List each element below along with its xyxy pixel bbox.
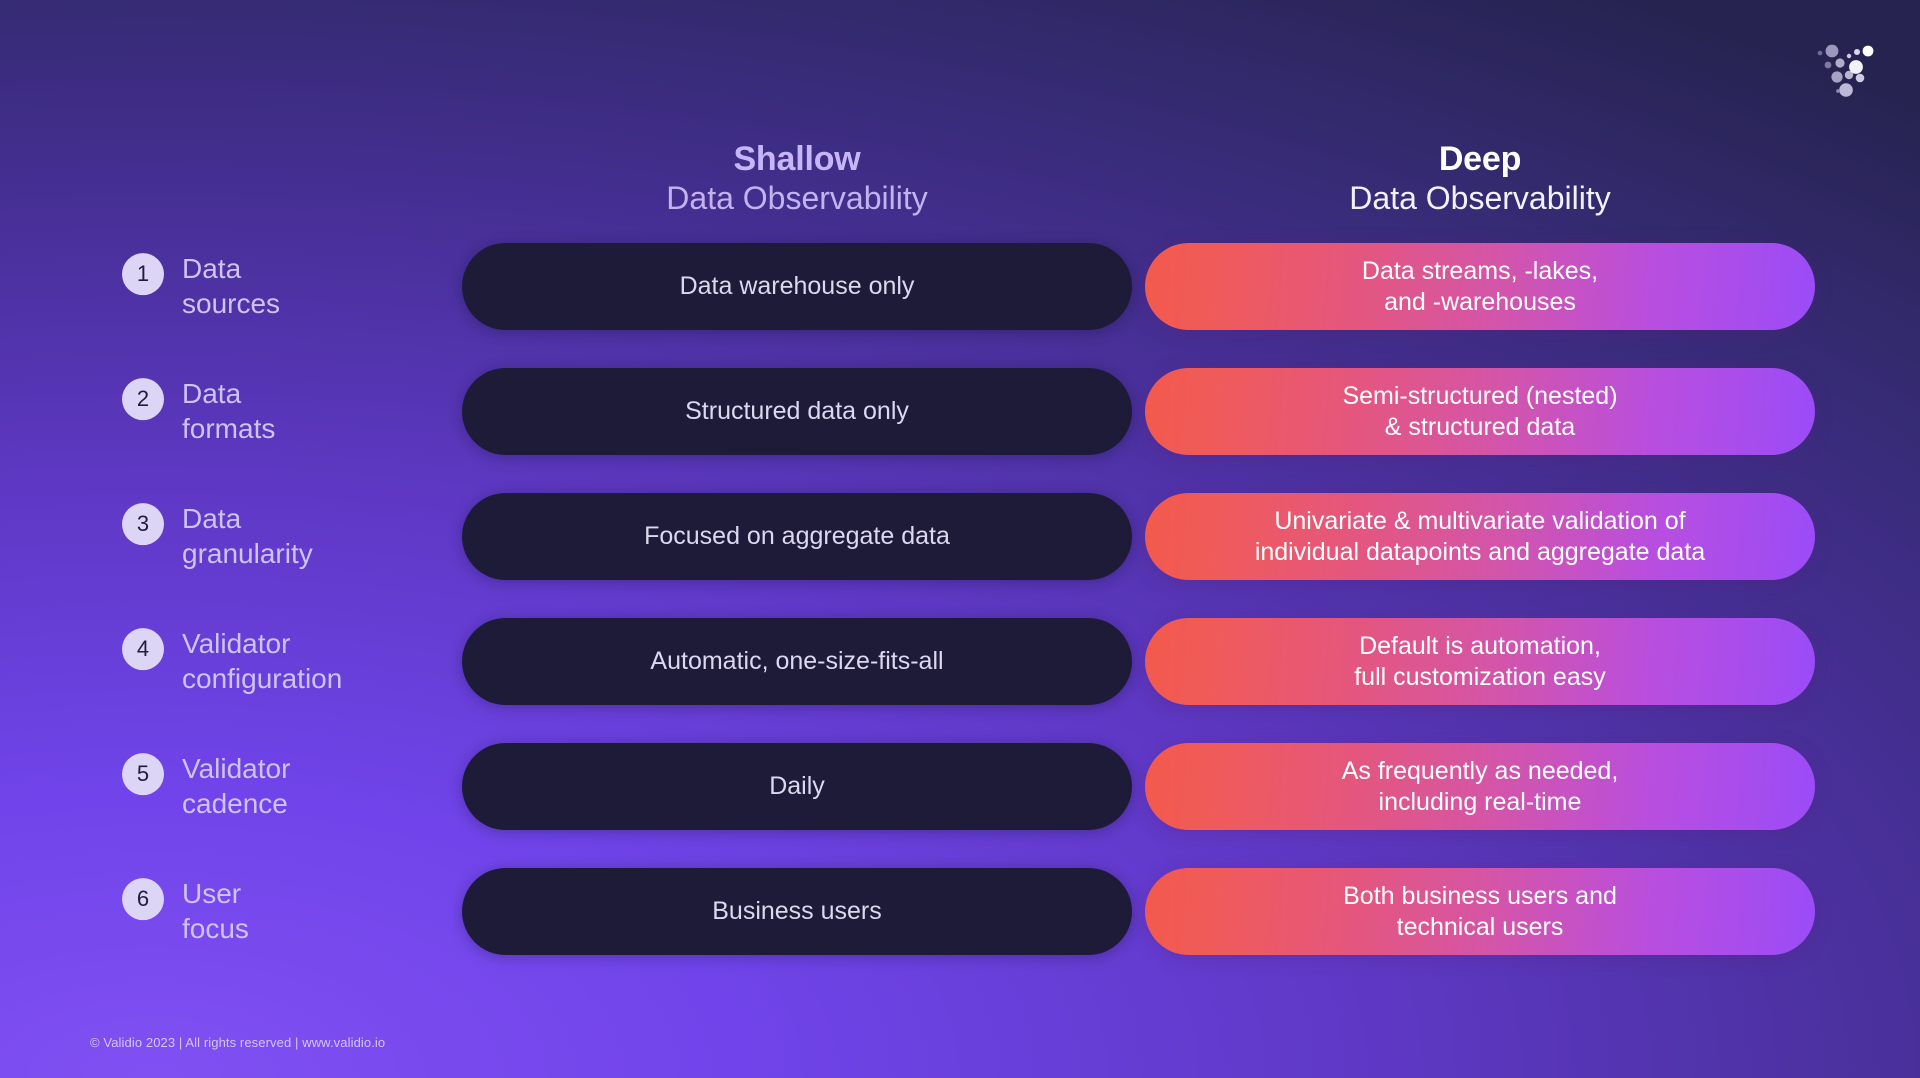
- row-number-badge: 5: [122, 752, 164, 795]
- shallow-pill-line1: Data warehouse only: [679, 272, 915, 301]
- row-label-text: Validator configuration: [182, 626, 342, 698]
- shallow-pill-text: Automatic, one-size-fits-all: [650, 646, 943, 677]
- row-label-line2: cadence: [182, 788, 288, 820]
- column-header-deep: Deep Data Observability: [1145, 140, 1815, 218]
- row-label-line1: Data: [182, 377, 242, 409]
- shallow-pill-6: Business users: [462, 868, 1132, 955]
- shallow-pill-line1: Structured data only: [685, 397, 909, 426]
- shallow-pill-text: Focused on aggregate data: [644, 521, 950, 552]
- deep-pill-line1: Default is automation,: [1359, 632, 1601, 660]
- row-label-text: Data formats: [182, 376, 275, 448]
- row-label-text: Validator cadence: [182, 751, 290, 823]
- shallow-pill-line1: Focused on aggregate data: [644, 522, 950, 551]
- deep-pill-line1: Data streams, -lakes,: [1361, 257, 1599, 285]
- shallow-pill-text: Daily: [769, 771, 825, 802]
- shallow-pill-4: Automatic, one-size-fits-all: [462, 618, 1132, 705]
- table-row: 1 Data sources Data warehouse only Data …: [0, 243, 1920, 330]
- row-label-line1: Data: [182, 252, 242, 284]
- table-row: 5 Validator cadence Daily As frequently …: [0, 743, 1920, 830]
- row-label-3: 3 Data granularity: [122, 501, 442, 573]
- row-label-6: 6 User focus: [122, 876, 442, 948]
- table-row: 2 Data formats Structured data only Semi…: [0, 368, 1920, 455]
- deep-pill-text: Default is automation, full customizatio…: [1354, 631, 1606, 692]
- validio-logo: [1813, 30, 1885, 102]
- shallow-pill-2: Structured data only: [462, 368, 1132, 455]
- column-headers: Shallow Data Observability Deep Data Obs…: [0, 140, 1920, 250]
- row-label-line1: Validator: [182, 752, 291, 784]
- shallow-subtitle: Data Observability: [666, 180, 928, 217]
- deep-title: Deep: [1438, 140, 1522, 178]
- shallow-pill-line1: Automatic, one-size-fits-all: [650, 647, 944, 676]
- table-row: 4 Validator configuration Automatic, one…: [0, 618, 1920, 705]
- shallow-pill-line1: Business users: [712, 897, 882, 926]
- deep-pill-5: As frequently as needed, including real-…: [1145, 743, 1815, 830]
- row-label-line1: Validator: [182, 627, 291, 659]
- row-label-5: 5 Validator cadence: [122, 751, 442, 823]
- deep-pill-line2: & structured data: [1384, 412, 1576, 441]
- shallow-pill-line1: Daily: [769, 772, 825, 801]
- row-number-badge: 6: [122, 877, 164, 920]
- comparison-rows: 1 Data sources Data warehouse only Data …: [0, 243, 1920, 993]
- shallow-pill-text: Business users: [712, 896, 882, 927]
- row-label-line2: configuration: [182, 663, 343, 695]
- row-number-badge: 2: [122, 377, 164, 420]
- deep-pill-1: Data streams, -lakes, and -warehouses: [1145, 243, 1815, 330]
- row-label-line2: focus: [182, 913, 249, 945]
- deep-pill-line2: individual datapoints and aggregate data: [1254, 537, 1706, 566]
- row-label-line2: formats: [182, 413, 276, 445]
- deep-pill-line1: Univariate & multivariate validation of: [1274, 507, 1686, 535]
- shallow-title: Shallow: [733, 140, 861, 178]
- shallow-pill-5: Daily: [462, 743, 1132, 830]
- row-number-badge: 4: [122, 627, 164, 670]
- row-label-4: 4 Validator configuration: [122, 626, 442, 698]
- deep-pill-line2: and -warehouses: [1384, 287, 1576, 316]
- deep-pill-text: Semi-structured (nested) & structured da…: [1342, 381, 1617, 442]
- deep-pill-line2: including real-time: [1378, 787, 1582, 816]
- row-label-2: 2 Data formats: [122, 376, 442, 448]
- row-number-badge: 1: [122, 252, 164, 295]
- row-label-text: Data granularity: [182, 501, 313, 573]
- row-label-text: User focus: [182, 876, 249, 948]
- deep-pill-line1: Semi-structured (nested): [1342, 382, 1618, 410]
- row-label-line1: Data: [182, 502, 242, 534]
- shallow-pill-3: Focused on aggregate data: [462, 493, 1132, 580]
- shallow-pill-1: Data warehouse only: [462, 243, 1132, 330]
- row-label-line2: granularity: [182, 538, 313, 570]
- table-row: 6 User focus Business users Both busines…: [0, 868, 1920, 955]
- column-header-shallow: Shallow Data Observability: [462, 140, 1132, 218]
- row-label-1: 1 Data sources: [122, 251, 442, 323]
- row-number-badge: 3: [122, 502, 164, 545]
- deep-pill-line1: Both business users and: [1343, 882, 1617, 910]
- deep-pill-2: Semi-structured (nested) & structured da…: [1145, 368, 1815, 455]
- deep-pill-line2: full customization easy: [1354, 662, 1606, 691]
- deep-pill-line2: technical users: [1396, 912, 1564, 941]
- row-label-line2: sources: [182, 288, 281, 320]
- footer-copyright: © Validio 2023 | All rights reserved | w…: [90, 1035, 386, 1050]
- shallow-pill-text: Data warehouse only: [680, 271, 915, 302]
- shallow-pill-text: Structured data only: [685, 396, 909, 427]
- deep-pill-line1: As frequently as needed,: [1341, 757, 1619, 785]
- deep-pill-4: Default is automation, full customizatio…: [1145, 618, 1815, 705]
- row-label-line1: User: [182, 877, 242, 909]
- deep-pill-text: As frequently as needed, including real-…: [1342, 756, 1619, 817]
- deep-pill-text: Univariate & multivariate validation of …: [1255, 506, 1705, 567]
- deep-pill-text: Data streams, -lakes, and -warehouses: [1362, 256, 1598, 317]
- deep-pill-6: Both business users and technical users: [1145, 868, 1815, 955]
- deep-subtitle: Data Observability: [1349, 180, 1611, 217]
- deep-pill-3: Univariate & multivariate validation of …: [1145, 493, 1815, 580]
- table-row: 3 Data granularity Focused on aggregate …: [0, 493, 1920, 580]
- row-label-text: Data sources: [182, 251, 280, 323]
- deep-pill-text: Both business users and technical users: [1343, 881, 1617, 942]
